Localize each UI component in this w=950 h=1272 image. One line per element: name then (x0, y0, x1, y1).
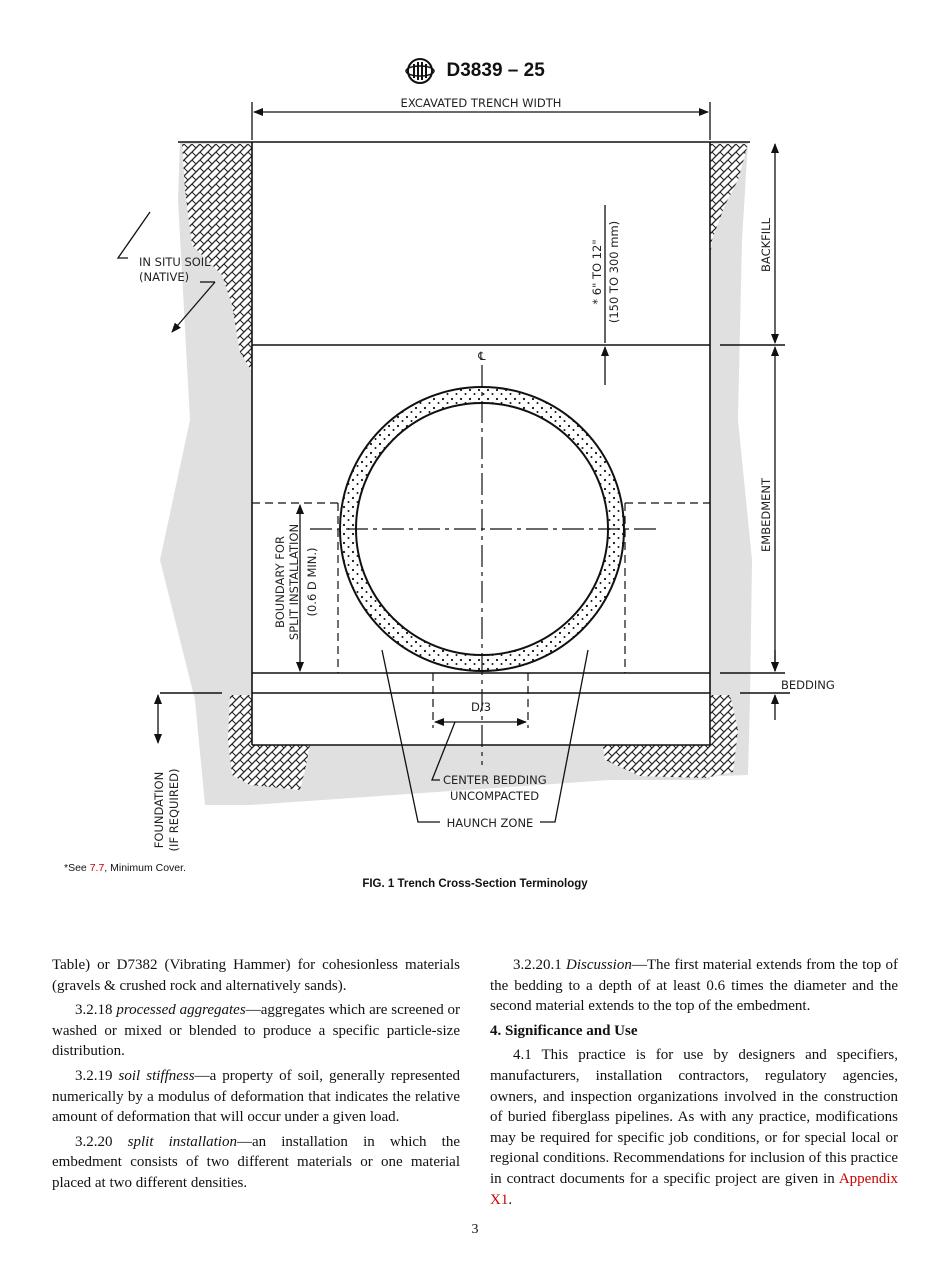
label-backfill: BACKFILL (759, 217, 773, 272)
section-heading: 4. Significance and Use (490, 1022, 638, 1039)
native-soil-bottom (250, 745, 710, 805)
link-appendix-x1[interactable]: Appendix X1 (490, 1170, 898, 1208)
label-bedding: BEDDING (781, 678, 835, 692)
link-7-7[interactable]: 7.7 (89, 862, 105, 874)
paragraph-4-1: 4.1 This practice is for use by designer… (490, 1047, 898, 1208)
left-column: Table) or D7382 (Vibrating Hammer) for c… (52, 955, 460, 1198)
astm-logo (405, 58, 435, 84)
label-centerline: ℄ (477, 349, 486, 363)
right-column: 3.2.20.1 Discussion—The first material e… (490, 955, 898, 1214)
hatch-right-top (710, 144, 748, 260)
label-trench-width: EXCAVATED TRENCH WIDTH (401, 96, 562, 110)
designation: D3839 – 25 (446, 60, 545, 82)
figure-footnote: *See 7.7, Minimum Cover. (64, 862, 186, 874)
paragraph-3-2-20-1: 3.2.20.1 Discussion—The first material e… (490, 957, 899, 1015)
label-cover-2: (150 TO 300 mm) (607, 221, 621, 323)
paragraph-3-2-20: 3.2.20 split installation—an installatio… (52, 1133, 460, 1191)
label-boundary-1: BOUNDARY FOR (273, 536, 287, 628)
page-number: 3 (471, 1222, 479, 1237)
label-center-bedding: CENTER BEDDING (443, 773, 547, 787)
paragraph: Table) or D7382 (Vibrating Hammer) for c… (52, 957, 460, 994)
paragraph-3-2-19: 3.2.19 soil stiffness—a property of soil… (52, 1067, 461, 1126)
trench-diagram: EXCAVATED TRENCH WIDTH IN SITU SOIL (NAT… (116, 96, 835, 852)
native-soil-right (610, 142, 752, 780)
label-boundary-3: (0.6 D MIN.) (305, 548, 319, 617)
label-foundation: FOUNDATION (152, 772, 166, 848)
label-boundary-2: SPLIT INSTALLATION (287, 524, 301, 640)
label-in-situ: IN SITU SOIL (139, 255, 211, 269)
hatch-right-bottom (603, 695, 738, 778)
paragraph-3-2-18: 3.2.18 processed aggregates—aggregates w… (52, 1002, 461, 1060)
pipe-wall (340, 387, 624, 671)
label-uncompacted: UNCOMPACTED (450, 789, 539, 803)
label-if-required: (IF REQUIRED) (167, 769, 181, 852)
hatch-left-bottom (228, 695, 310, 790)
label-d3: D/3 (471, 700, 491, 714)
page-header: D3839 – 25 (0, 56, 950, 86)
label-haunch-zone: HAUNCH ZONE (447, 816, 534, 830)
label-cover-1: * 6" TO 12" (590, 239, 604, 304)
hatch-left-top (182, 144, 252, 372)
label-embedment: EMBEDMENT (759, 477, 773, 552)
native-soil-left (160, 142, 252, 805)
label-native: (NATIVE) (139, 270, 189, 284)
figure-caption: FIG. 1 Trench Cross-Section Terminology (362, 878, 588, 890)
